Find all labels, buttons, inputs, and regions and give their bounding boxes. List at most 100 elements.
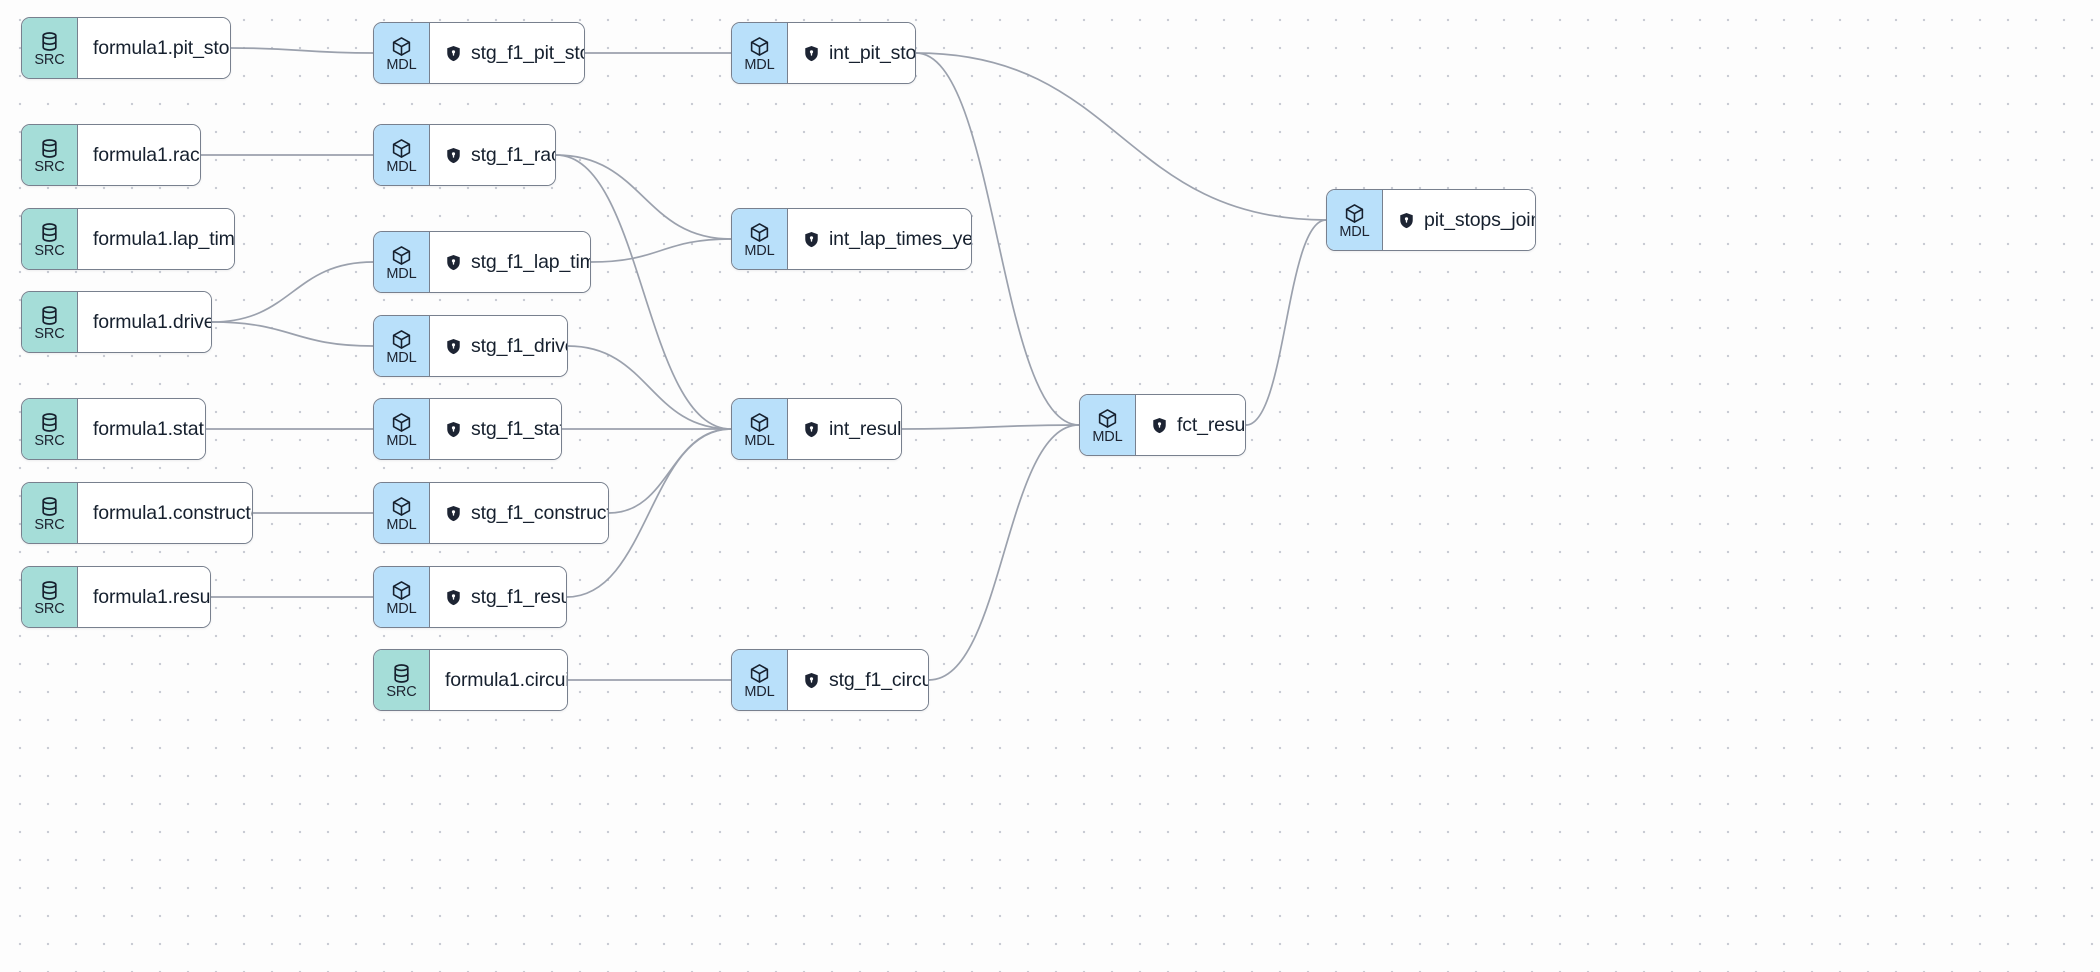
node-type-label: MDL — [744, 683, 775, 700]
lineage-node-int_results[interactable]: MDL int_results — [731, 398, 902, 460]
shield-lock-icon — [445, 505, 462, 522]
lineage-node-src_lap_times[interactable]: SRC formula1.lap_times — [21, 208, 235, 270]
lineage-node-stg_circuits[interactable]: MDL stg_f1_circuits — [731, 649, 929, 711]
lineage-node-stg_status[interactable]: MDL stg_f1_status — [373, 398, 562, 460]
shield-lock-icon — [445, 254, 462, 271]
node-label: formula1.races — [93, 143, 200, 166]
node-label: stg_f1_lap_times — [471, 250, 590, 273]
cube-icon — [391, 36, 412, 57]
lineage-node-stg_races[interactable]: MDL stg_f1_races — [373, 124, 556, 186]
node-type-badge: SRC — [22, 18, 78, 78]
shield-lock-icon — [803, 421, 820, 438]
node-label: stg_f1_status — [471, 417, 561, 440]
lineage-node-stg_constructors[interactable]: MDL stg_f1_constructors — [373, 482, 609, 544]
lineage-edge-src_drivers-to-stg_lap_times — [211, 261, 374, 323]
lineage-edge-int_results-to-fct_results — [901, 424, 1080, 430]
node-label: int_lap_times_years — [829, 227, 972, 250]
lineage-node-stg_results[interactable]: MDL stg_f1_results — [373, 566, 567, 628]
lineage-node-src_pit_stops[interactable]: SRC formula1.pit_stops — [21, 17, 231, 79]
node-body: formula1.circuits — [430, 650, 567, 710]
node-body: formula1.results — [78, 567, 210, 627]
lineage-edge-src_pit_stops-to-stg_pit_stops — [230, 47, 374, 54]
node-label: stg_f1_constructors — [471, 501, 608, 524]
lineage-edge-src_drivers-to-stg_drivers — [211, 321, 374, 347]
node-body: formula1.constructors — [78, 483, 252, 543]
node-type-label: SRC — [34, 51, 65, 68]
node-type-badge: MDL — [374, 232, 430, 292]
lineage-edge-stg_races-to-int_lap_times_years — [555, 154, 732, 240]
node-body: formula1.lap_times — [78, 209, 234, 269]
shield-lock-icon — [1398, 212, 1415, 229]
database-icon — [39, 412, 60, 433]
node-type-label: MDL — [386, 600, 417, 617]
database-icon — [39, 222, 60, 243]
shield-lock-icon — [445, 147, 462, 164]
database-icon — [391, 663, 412, 684]
node-type-label: MDL — [744, 242, 775, 259]
lineage-node-stg_lap_times[interactable]: MDL stg_f1_lap_times — [373, 231, 591, 293]
lineage-node-stg_drivers[interactable]: MDL stg_f1_drivers — [373, 315, 568, 377]
lineage-node-fct_results[interactable]: MDL fct_results — [1079, 394, 1246, 456]
lineage-node-stg_pit_stops[interactable]: MDL stg_f1_pit_stops — [373, 22, 585, 84]
cube-icon — [391, 412, 412, 433]
cube-icon — [391, 245, 412, 266]
lineage-edge-stg_lap_times-to-int_lap_times_years — [590, 238, 732, 263]
node-type-label: MDL — [1092, 428, 1123, 445]
node-type-label: MDL — [386, 349, 417, 366]
node-type-label: SRC — [34, 242, 65, 259]
node-label: formula1.status — [93, 417, 205, 440]
node-type-badge: SRC — [22, 292, 78, 352]
node-type-label: MDL — [744, 56, 775, 73]
database-icon — [39, 31, 60, 52]
node-body: stg_f1_constructors — [430, 483, 608, 543]
database-icon — [39, 496, 60, 517]
lineage-edge-stg_constructors-to-int_results — [608, 428, 732, 514]
node-type-badge: MDL — [374, 23, 430, 83]
node-body: stg_f1_lap_times — [430, 232, 590, 292]
node-type-badge: MDL — [732, 209, 788, 269]
node-type-badge: SRC — [22, 209, 78, 269]
lineage-node-int_lap_times_years[interactable]: MDL int_lap_times_years — [731, 208, 972, 270]
lineage-edge-int_pit_stops-to-pit_stops_joined — [915, 52, 1327, 221]
node-body: int_lap_times_years — [788, 209, 971, 269]
shield-lock-icon — [445, 421, 462, 438]
node-label: stg_f1_circuits — [829, 668, 928, 691]
node-type-badge: MDL — [374, 567, 430, 627]
cube-icon — [749, 36, 770, 57]
node-label: pit_stops_joined — [1424, 208, 1535, 231]
lineage-edge-fct_results-to-pit_stops_joined — [1245, 219, 1327, 426]
node-type-label: SRC — [386, 683, 417, 700]
cube-icon — [749, 663, 770, 684]
lineage-node-src_circuits[interactable]: SRC formula1.circuits — [373, 649, 568, 711]
node-label: formula1.results — [93, 585, 211, 608]
node-body: int_results — [788, 399, 901, 459]
lineage-node-int_pit_stops[interactable]: MDL int_pit_stops — [731, 22, 916, 84]
node-type-badge: MDL — [374, 125, 430, 185]
lineage-node-pit_stops_joined[interactable]: MDL pit_stops_joined — [1326, 189, 1536, 251]
cube-icon — [1344, 203, 1365, 224]
node-type-label: MDL — [386, 158, 417, 175]
node-label: formula1.pit_stops — [93, 36, 230, 59]
node-label: int_results — [829, 417, 902, 440]
lineage-edge-stg_circuits-to-fct_results — [928, 424, 1080, 681]
node-body: stg_f1_circuits — [788, 650, 928, 710]
node-label: fct_results — [1177, 413, 1246, 436]
node-body: formula1.races — [78, 125, 200, 185]
shield-lock-icon — [803, 45, 820, 62]
node-body: stg_f1_races — [430, 125, 555, 185]
cube-icon — [391, 138, 412, 159]
database-icon — [39, 305, 60, 326]
node-label: stg_f1_drivers — [471, 334, 567, 357]
shield-lock-icon — [803, 672, 820, 689]
node-label: formula1.constructors — [93, 501, 252, 524]
node-label: stg_f1_pit_stops — [471, 41, 584, 64]
node-label: stg_f1_results — [471, 585, 566, 608]
node-body: int_pit_stops — [788, 23, 915, 83]
